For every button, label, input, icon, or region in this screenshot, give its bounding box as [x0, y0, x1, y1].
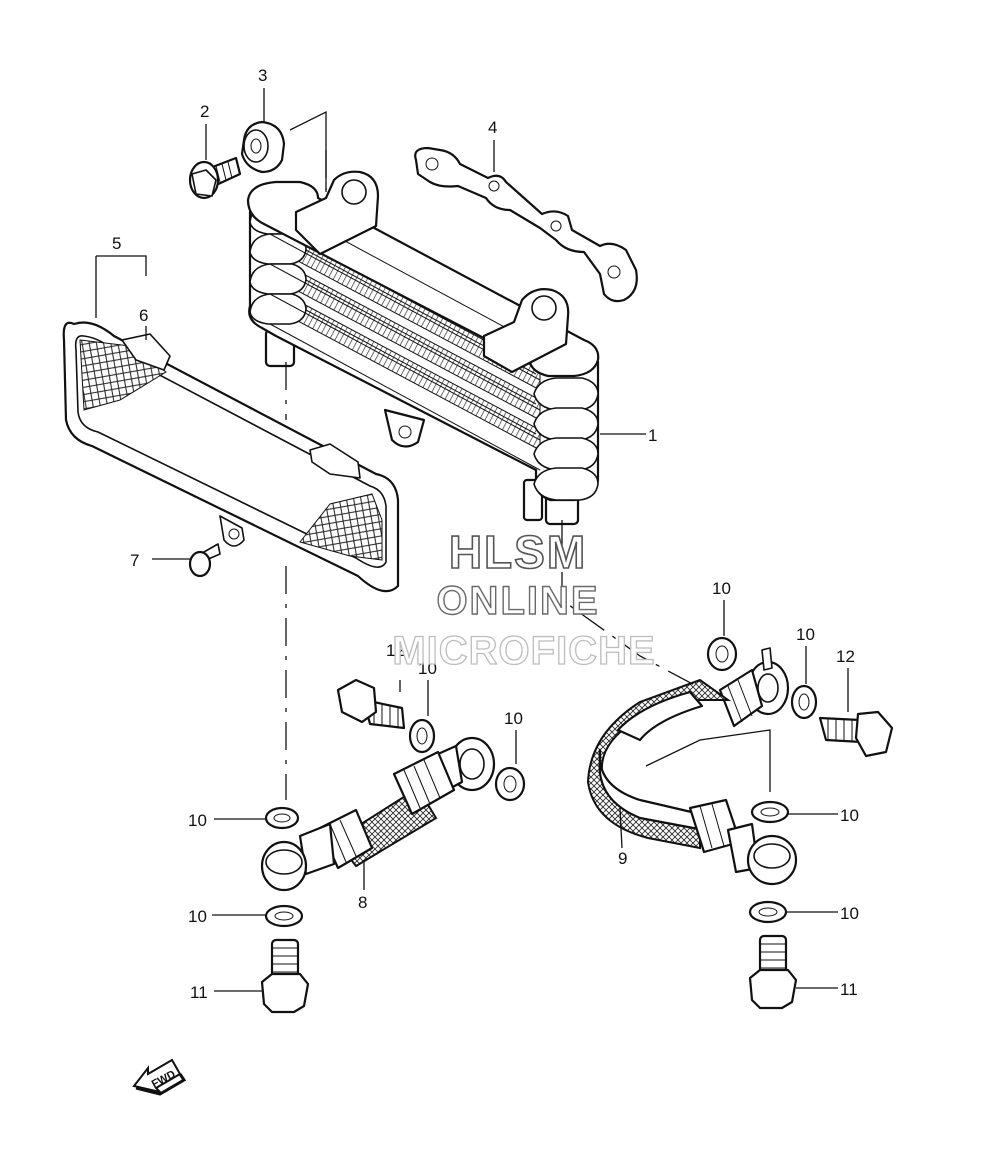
oil-hose-left — [260, 736, 496, 892]
screw — [188, 543, 221, 578]
union-bolts — [336, 678, 894, 758]
oil-cooler — [246, 170, 600, 526]
callout-10-e: 10 — [188, 811, 207, 830]
bolt — [188, 156, 242, 200]
callout-6: 6 — [139, 306, 148, 325]
callout-1: 1 — [648, 426, 657, 445]
callout-10-g: 10 — [840, 806, 859, 825]
callout-10-a: 10 — [712, 579, 731, 598]
oil-hose-right — [586, 647, 798, 886]
callout-9: 9 — [618, 849, 627, 868]
callout-8: 8 — [358, 893, 367, 912]
cooler-guard — [62, 321, 400, 593]
leader-lines — [95, 88, 849, 992]
callout-12-b: 12 — [836, 647, 855, 666]
fwd-arrow: FWD — [132, 1058, 187, 1096]
callout-2: 2 — [200, 102, 209, 121]
watermark-line3: MICROFICHE — [392, 629, 655, 673]
watermark-line2: ONLINE — [436, 579, 599, 623]
callout-10-c: 10 — [418, 659, 437, 678]
callout-10-f: 10 — [188, 907, 207, 926]
callout-10-d: 10 — [504, 709, 523, 728]
mounting-bracket — [414, 146, 638, 303]
drain-bolts — [260, 934, 798, 1014]
callout-11-a: 11 — [190, 983, 208, 1002]
callout-labels: 1 2 3 4 5 6 7 8 9 10 10 10 10 10 10 10 1… — [112, 66, 859, 1002]
callout-7: 7 — [130, 551, 139, 570]
callout-11-b: 11 — [840, 980, 858, 999]
watermark-line1: HLSM — [449, 526, 587, 578]
washers — [264, 636, 818, 928]
grommet — [240, 120, 286, 174]
callout-12-a: 12 — [386, 641, 405, 660]
callout-3: 3 — [258, 66, 267, 85]
callout-10-h: 10 — [840, 904, 859, 923]
callout-5: 5 — [112, 234, 121, 253]
callout-4: 4 — [488, 118, 497, 137]
callout-10-b: 10 — [796, 625, 815, 644]
watermark: HLSM ONLINE MICROFICHE — [392, 525, 656, 673]
